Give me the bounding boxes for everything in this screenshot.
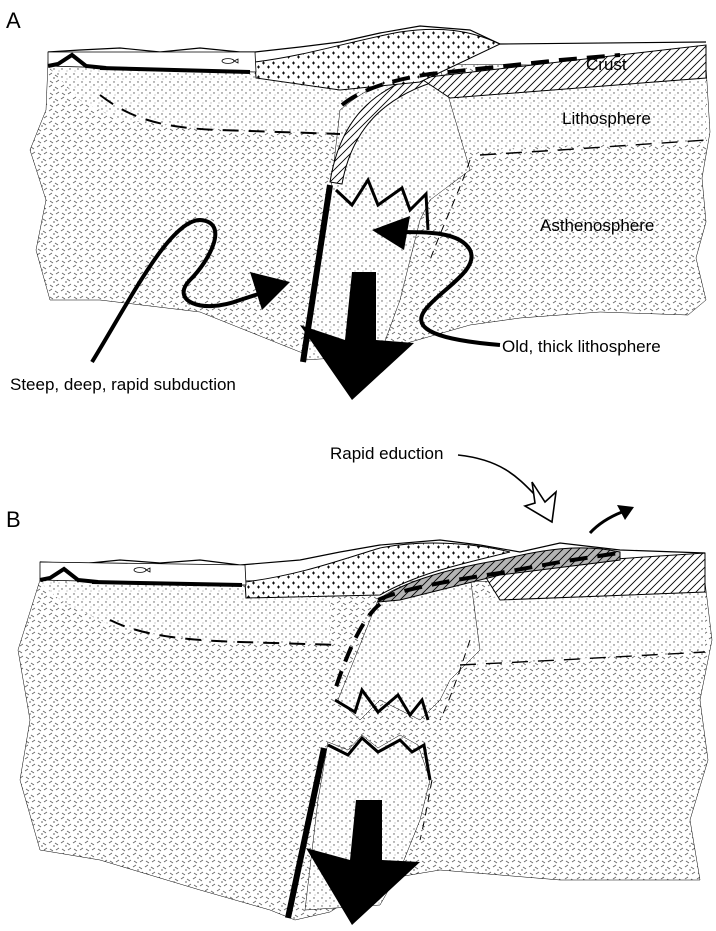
panel-a-letter: A (6, 8, 21, 33)
panel-b-letter: B (6, 507, 21, 532)
eduction-exit-arrow (590, 512, 622, 533)
eduction-leader (458, 455, 540, 500)
label-crust: Crust (586, 55, 627, 74)
label-steep-subduction: Steep, deep, rapid subduction (10, 375, 236, 394)
eduction-leader-arrowhead (525, 482, 556, 522)
label-rapid-eduction: Rapid eduction (330, 444, 443, 463)
label-asthenosphere: Asthenosphere (540, 216, 654, 235)
panel-b: B (6, 444, 712, 925)
panel-a: A (6, 8, 710, 400)
label-old-lithosphere: Old, thick lithosphere (502, 337, 661, 356)
label-lithosphere: Lithosphere (562, 109, 651, 128)
